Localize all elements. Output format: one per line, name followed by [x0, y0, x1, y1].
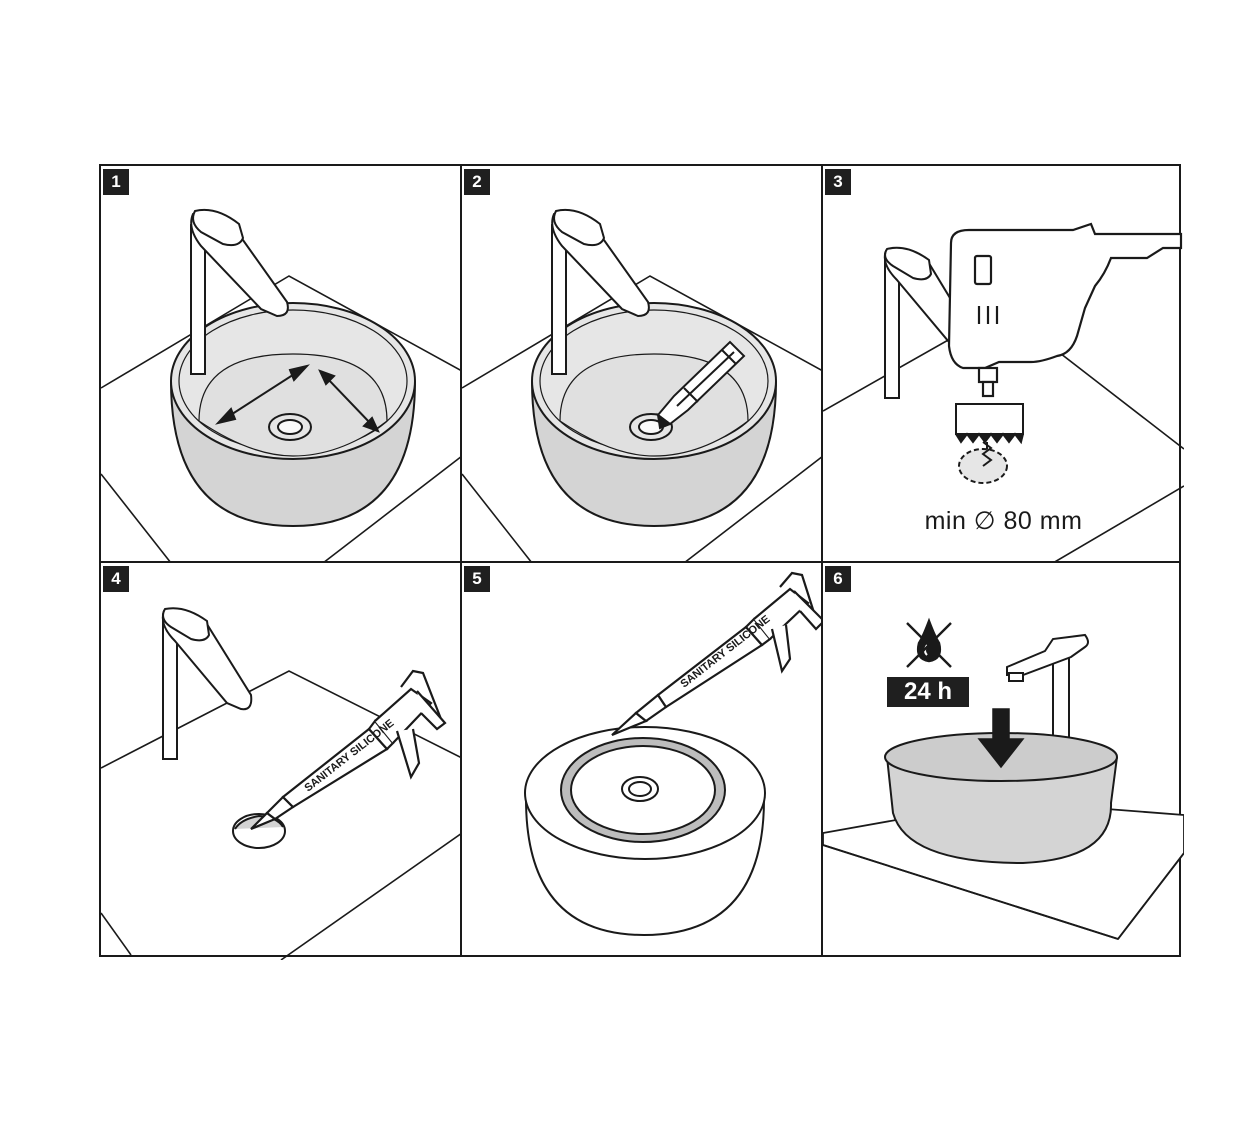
- faucet: [551, 208, 650, 375]
- countertop-edge: [101, 275, 462, 389]
- grid-divider-vertical: [821, 166, 823, 955]
- step-number-badge: 5: [464, 566, 490, 592]
- instruction-grid: 1: [99, 164, 1184, 960]
- basin-placement-illustration: [101, 208, 462, 563]
- basin: [531, 302, 777, 528]
- step-1-panel: 1: [101, 166, 462, 563]
- inverted-basin: [524, 726, 766, 937]
- faucet: [190, 208, 289, 375]
- caulking-gun-icon: SANITARY SILICONE: [250, 669, 447, 831]
- step-number-badge: 4: [103, 566, 129, 592]
- no-water-drop-icon: [906, 617, 952, 668]
- grid-divider-vertical: [460, 166, 462, 955]
- step-number-badge: 3: [825, 169, 851, 195]
- step-number-badge: 2: [464, 169, 490, 195]
- step-5-panel: 5 SANITARY SILICONE: [462, 563, 823, 960]
- step-3-panel: 3: [823, 166, 1184, 563]
- drill-icon: [947, 222, 1183, 398]
- silicone-basin-rim-illustration: SANITARY SILICONE: [524, 571, 823, 937]
- cure-time-illustration: [823, 617, 1184, 941]
- faucet: [1006, 633, 1089, 748]
- down-arrow-icon: [977, 708, 1025, 769]
- tube-label: SANITARY SILICONE: [302, 717, 396, 794]
- step-number-badge: 6: [825, 566, 851, 592]
- basin: [170, 302, 416, 528]
- caulking-gun-icon: SANITARY SILICONE: [611, 571, 823, 737]
- faucet: [161, 607, 253, 760]
- grid-divider-horizontal: [101, 561, 1179, 563]
- tube-label: SANITARY SILICONE: [678, 613, 772, 690]
- step-number-badge: 1: [103, 169, 129, 195]
- drill-hole-illustration: [823, 222, 1184, 563]
- step-6-panel: 6: [823, 563, 1184, 960]
- mark-drain-illustration: [462, 208, 823, 563]
- pencil-icon: [656, 340, 746, 430]
- measure-arrows: [215, 364, 380, 433]
- cutout-hole: [232, 813, 286, 849]
- step-4-panel: 4: [101, 563, 462, 960]
- silicone-hole-illustration: SANITARY SILICONE: [101, 607, 462, 960]
- hole-saw-icon: [955, 403, 1024, 484]
- min-diameter-caption: min ∅ 80 mm: [924, 507, 1083, 535]
- cure-time-badge: 24 h: [887, 677, 969, 707]
- step-2-panel: 2: [462, 166, 823, 563]
